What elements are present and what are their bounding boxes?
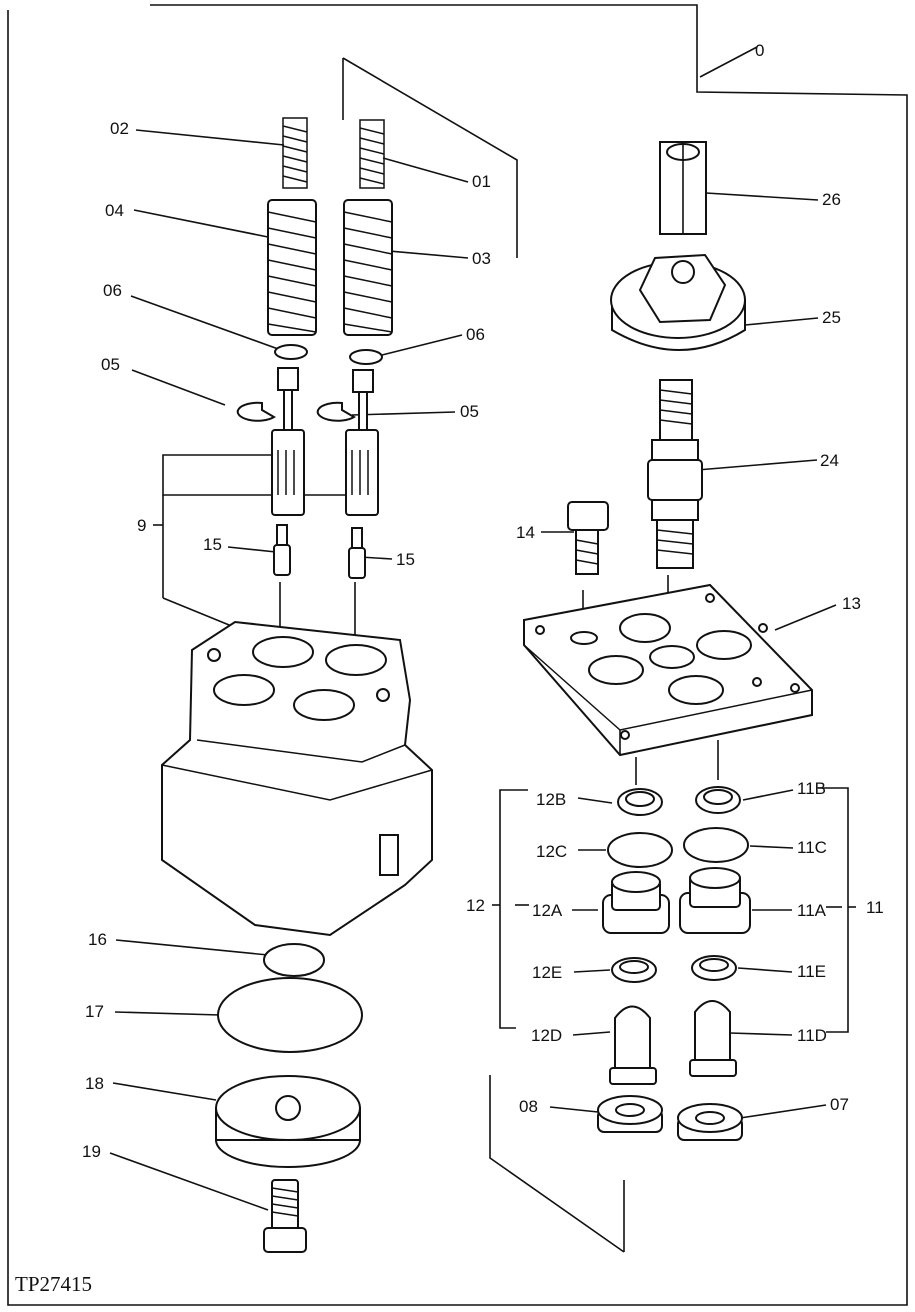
label-11B: 11B [797,779,826,798]
label-02: 02 [110,119,129,138]
spring-03 [343,199,393,336]
ring-12B [617,788,663,816]
label-08: 08 [519,1097,538,1116]
plug-18 [215,1075,361,1168]
bolt-19 [263,1179,307,1253]
label-06-right: 06 [466,325,485,344]
oring-16 [263,943,325,977]
label-12E: 12E [532,963,562,982]
ring-11E [691,955,737,981]
label-05-right: 05 [460,402,479,421]
ring-06-left [274,344,308,360]
piston-12D [609,1005,657,1085]
label-04: 04 [105,201,124,220]
ring-06-right [349,349,383,365]
figure-id: TP27415 [15,1272,92,1296]
nut-08 [597,1095,663,1133]
spring-04 [267,199,317,336]
label-14: 14 [516,523,535,542]
leader-lines [109,46,842,1211]
screw-14 [567,501,609,575]
oring-17 [217,977,363,1053]
valve-body [161,620,433,937]
label-06-left: 06 [103,281,122,300]
ring-11B [695,786,741,814]
oring-11C [683,827,749,863]
label-12C: 12C [536,842,567,861]
spool-9-right [345,369,379,516]
spool-9-left [271,367,305,516]
label-12: 12 [466,896,485,915]
label-11A: 11A [797,901,827,920]
clip-05-left [236,401,276,422]
label-9: 9 [137,516,146,535]
label-11E: 11E [797,962,826,981]
label-15-right: 15 [396,550,415,569]
label-03: 03 [472,249,491,268]
label-24: 24 [820,451,839,470]
part-labels: 0 02 01 04 03 06 06 05 05 9 15 15 26 25 … [15,41,884,1296]
label-13: 13 [842,594,861,613]
label-12D: 12D [531,1026,562,1045]
label-15-left: 15 [203,535,222,554]
seat-11A [679,867,751,934]
label-17: 17 [85,1002,104,1021]
label-07: 07 [830,1095,849,1114]
page-border [7,4,908,1306]
spring-02 [282,117,308,189]
ring-12E [611,957,657,983]
joint-24 [647,379,703,569]
label-26: 26 [822,190,841,209]
label-16: 16 [88,930,107,949]
cap-25 [610,253,746,351]
label-19: 19 [82,1142,101,1161]
piston-11D [689,1000,737,1077]
label-12B: 12B [536,790,566,809]
label-05-left: 05 [101,355,120,374]
label-12A: 12A [532,901,563,920]
pin-15-right [348,527,366,579]
seat-12A [602,871,670,934]
label-0: 0 [755,41,764,60]
label-11D: 11D [797,1026,827,1045]
clip-05-right [316,401,356,422]
label-11C: 11C [797,838,827,857]
plate-13 [523,583,813,757]
spring-01 [359,119,385,189]
group-brackets [153,57,856,1253]
pin-15-left [273,524,291,576]
fitting-26 [659,141,707,235]
label-18: 18 [85,1074,104,1093]
label-11: 11 [866,898,884,917]
label-25: 25 [822,308,841,327]
nut-07 [677,1103,743,1141]
oring-12C [607,832,673,868]
label-01: 01 [472,172,491,191]
